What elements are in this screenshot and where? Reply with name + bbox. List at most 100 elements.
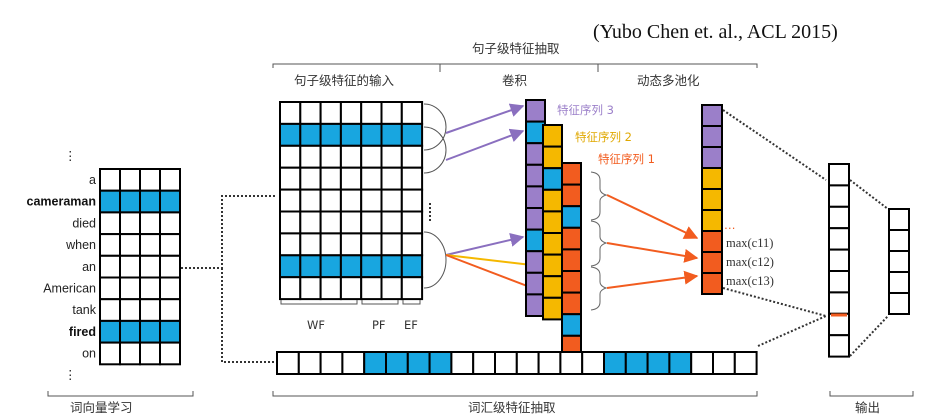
lexical-cell [515,351,540,375]
sentence-cell [339,122,363,147]
sentence-cell [319,122,342,147]
sentence-cell [360,232,383,257]
sentence-cell [299,122,322,147]
feature-map-cell [542,275,563,299]
output-final-cell [888,250,910,273]
embedding-cell [99,233,121,257]
sentence-cell [319,101,342,125]
word-label: died [72,216,96,230]
sentence-cell [400,188,424,213]
embedding-cell [99,254,121,279]
sentence-cell [279,232,302,257]
lexical-cell [385,351,409,375]
sentence-cell [279,122,302,147]
pooling-column [701,104,723,295]
output-hidden-cell [828,227,850,251]
sentence-cell [279,166,302,191]
svg-text:max(c11): max(c11) [726,236,773,250]
lexical-cell [341,351,366,375]
lexical-cell [297,351,322,375]
sentence-cell [319,276,342,301]
bottom-brackets [47,391,914,397]
embedding-cell [159,168,181,192]
feature-map-cell [542,232,563,256]
feature-map-2-label: 特征序列 2 [575,130,632,144]
sentence-cell [299,276,322,301]
lexical-feature-row [276,351,758,375]
word-label: an [82,260,96,274]
embedding-cell [159,341,181,366]
embedding-cell [139,319,161,344]
embedding-cell [119,298,141,322]
sentence-cell [279,188,302,213]
embedding-cell [99,298,121,322]
embedding-cell [99,319,121,344]
feature-map-cell [561,226,582,251]
lexical-cell [450,351,475,375]
lexical-level-title: 词汇级特征抽取 [468,400,556,415]
lexical-cell [494,351,518,375]
lexical-cell [537,351,562,375]
sentence-cell [380,188,403,213]
sentence-cell [360,276,383,301]
embedding-cell [139,233,161,257]
sentence-cell [279,210,302,235]
feature-map-cell [561,205,582,229]
pooling-cell [701,188,723,211]
pooling-cell [701,146,723,169]
feature-map-cell [561,313,582,337]
sentence-cell [319,144,342,169]
wf-label: WF [307,318,325,332]
pooling-dots: … [724,218,736,232]
word-embedding-title: 词向量学习 [70,400,133,415]
output-hidden-cell [828,205,850,230]
sentence-level-title: 句子级特征抽取 [472,41,560,56]
embedding-cell [139,298,161,322]
lexical-cell [668,351,693,375]
pooling-cell [701,167,723,190]
embedding-cell [159,319,181,344]
svg-text:max(c13): max(c13) [726,274,774,288]
lexical-cell [559,351,584,375]
sentence-cell [299,101,322,125]
word-label: when [65,238,96,252]
sentence-cell [279,254,302,279]
sentence-cell [339,254,363,279]
sentence-cell [380,166,403,191]
sentence-cell [380,144,403,169]
output-hidden-cell [828,291,850,315]
embedding-cell [99,276,121,301]
word-embedding-matrix [99,168,181,366]
lexical-cell [690,351,715,375]
output-title: 输出 [855,400,880,415]
feature-map-cell [561,248,582,272]
embedding-cell [139,211,161,236]
pooling-arrows [606,194,699,289]
sentence-cell [299,210,322,235]
sentence-cell [380,254,403,279]
sentence-cell [360,254,383,279]
sentence-cell [400,254,424,279]
output-hidden-cell [828,312,850,337]
embedding-cell [159,233,181,257]
pf-label: PF [372,318,386,332]
sentence-cell [339,144,363,169]
embedding-cell [119,233,141,257]
sentence-cell [380,276,403,301]
lexical-cell [712,351,736,375]
feature-map-cell [542,167,563,191]
feature-map-cell [542,145,563,170]
max-c12-label: max(c12) [726,255,774,269]
embedding-cell [99,168,121,192]
embedding-cell [119,168,141,192]
embedding-cell [99,341,121,366]
embedding-cell [159,254,181,279]
lexical-cell [646,351,671,375]
embedding-cell [119,254,141,279]
sentence-cell [400,101,424,125]
sentence-cell [360,144,383,169]
sentence-cell [360,101,383,125]
output-final-cell [888,271,910,294]
word-label: on [82,347,96,361]
